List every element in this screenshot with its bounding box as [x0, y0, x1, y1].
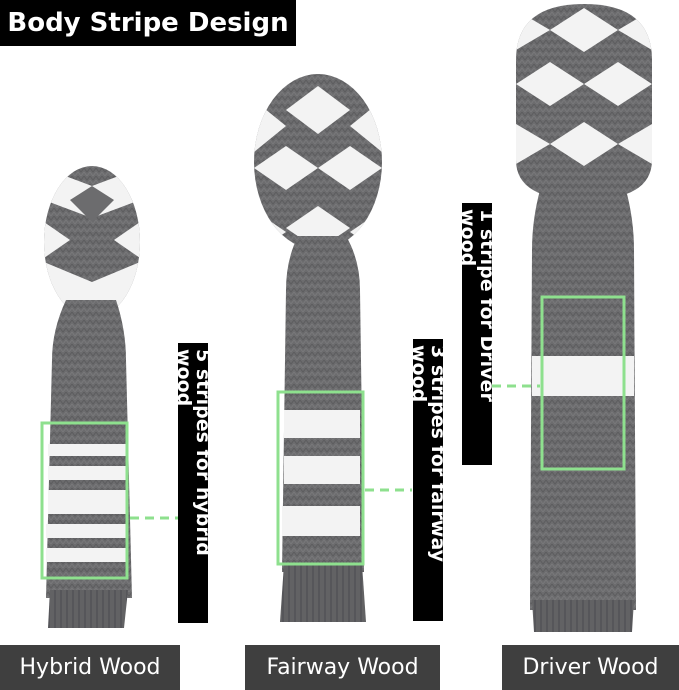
driver-neck	[530, 190, 636, 610]
fairway-neck	[282, 236, 364, 572]
fairway-highlight-box	[276, 390, 365, 566]
driver-argyle	[516, 8, 652, 166]
fairway-head	[254, 74, 382, 250]
hybrid-cuff	[48, 590, 128, 628]
hybrid-stripes	[46, 444, 128, 562]
hybrid-caption: 5 stripes for hybrid wood	[173, 343, 214, 623]
fairway-stripes	[282, 410, 360, 536]
fairway-cover	[254, 74, 412, 622]
driver-label-text: Driver Wood	[522, 655, 659, 680]
driver-cuff	[532, 600, 634, 632]
hybrid-label: Hybrid Wood	[0, 645, 180, 690]
fairway-caption: 3 stripes for fairway wood	[408, 339, 449, 621]
page-title: Body Stripe Design	[7, 8, 289, 38]
driver-caption-text: 1 stripe for Driver wood	[457, 209, 498, 402]
fairway-label: Fairway Wood	[245, 645, 440, 690]
driver-caption: 1 stripe for Driver wood	[457, 203, 498, 465]
driver-cover	[492, 4, 652, 632]
driver-stripe	[532, 356, 634, 396]
driver-highlight-box	[540, 295, 626, 471]
fairway-cuff	[280, 564, 366, 622]
hybrid-caption-text: 5 stripes for hybrid wood	[173, 349, 214, 556]
hybrid-label-text: Hybrid Wood	[19, 655, 161, 680]
fairway-caption-text: 3 stripes for fairway wood	[408, 345, 449, 562]
title-badge: Body Stripe Design	[0, 0, 296, 46]
driver-label: Driver Wood	[502, 645, 679, 690]
hybrid-cover	[40, 166, 178, 628]
driver-head	[516, 4, 652, 200]
hybrid-highlight-box	[40, 421, 129, 580]
fairway-label-text: Fairway Wood	[266, 655, 419, 680]
